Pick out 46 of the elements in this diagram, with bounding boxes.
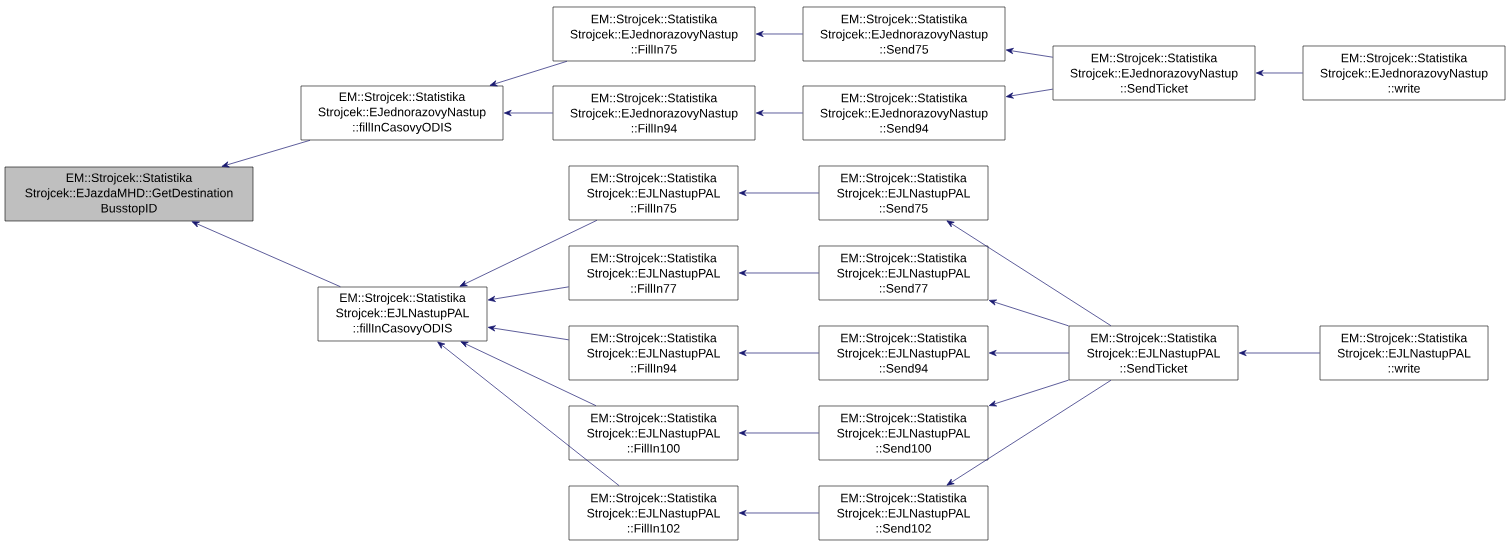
arrow	[755, 109, 804, 117]
arrow	[946, 379, 1112, 486]
function-box: EM::Strojcek::Statistika Strojcek::EJLNastupPAL ::Send94	[818, 325, 989, 381]
arrow	[503, 109, 554, 117]
arrow	[487, 325, 570, 341]
function-box: EM::Strojcek::Statistika Strojcek::EJazdaMHD::GetDestination BusstopID	[4, 166, 254, 222]
arrow	[460, 341, 597, 407]
arrow	[459, 219, 598, 287]
function-box: EM::Strojcek::Statistika Strojcek::EJLNastupPAL ::Send75	[818, 165, 989, 221]
arrow	[738, 349, 820, 357]
function-box: EM::Strojcek::Statistika Strojcek::EJLNastupPAL ::FillIn94	[568, 325, 739, 381]
arrow	[1255, 69, 1304, 77]
arrow	[738, 429, 820, 437]
function-box: EM::Strojcek::Statistika Strojcek::EJednorazovyNastup ::FillIn75	[552, 6, 756, 62]
arrow	[437, 341, 620, 487]
function-box: EM::Strojcek::Statistika Strojcek::EJLNastupPAL ::fillInCasovyODIS	[317, 286, 488, 342]
arrow	[487, 286, 570, 302]
function-box: EM::Strojcek::Statistika Strojcek::EJednorazovyNastup ::write	[1302, 45, 1506, 101]
function-box: EM::Strojcek::Statistika Strojcek::EJLNastupPAL ::FillIn75	[568, 165, 739, 221]
arrow	[988, 379, 1070, 407]
function-box: EM::Strojcek::Statistika Strojcek::EJLNastupPAL ::write	[1319, 325, 1489, 381]
arrow	[946, 220, 1112, 327]
arrow	[755, 30, 804, 38]
function-box: EM::Strojcek::Statistika Strojcek::EJednorazovyNastup ::Send94	[802, 85, 1006, 141]
arrow	[489, 60, 568, 87]
function-box: EM::Strojcek::Statistika Strojcek::EJLNastupPAL ::SendTicket	[1068, 325, 1239, 381]
arrow	[1005, 48, 1054, 58]
arrow	[738, 189, 820, 197]
function-box: EM::Strojcek::Statistika Strojcek::EJLNastupPAL ::Send100	[818, 405, 989, 461]
function-box: EM::Strojcek::Statistika Strojcek::EJLNastupPAL ::FillIn102	[568, 485, 739, 541]
function-box: EM::Strojcek::Statistika Strojcek::EJLNastupPAL ::Send102	[818, 485, 989, 541]
function-box: EM::Strojcek::Statistika Strojcek::EJednorazovyNastup ::FillIn94	[552, 85, 756, 141]
function-box: EM::Strojcek::Statistika Strojcek::EJLNastupPAL ::FillIn77	[568, 245, 739, 301]
arrow	[738, 269, 820, 277]
arrow	[1005, 88, 1054, 99]
arrow	[738, 509, 820, 517]
function-box: EM::Strojcek::Statistika Strojcek::EJednorazovyNastup ::Send75	[802, 6, 1006, 62]
arrow	[221, 139, 311, 168]
arrow	[191, 221, 341, 288]
function-box: EM::Strojcek::Statistika Strojcek::EJednorazovyNastup ::SendTicket	[1052, 45, 1256, 101]
function-box: EM::Strojcek::Statistika Strojcek::EJLNastupPAL ::FillIn100	[568, 405, 739, 461]
arrow	[1238, 349, 1321, 357]
function-box: EM::Strojcek::Statistika Strojcek::EJednorazovyNastup ::fillInCasovyODIS	[300, 85, 504, 141]
function-box: EM::Strojcek::Statistika Strojcek::EJLNastupPAL ::Send77	[818, 245, 989, 301]
arrow	[988, 299, 1070, 327]
arrow	[988, 349, 1070, 357]
